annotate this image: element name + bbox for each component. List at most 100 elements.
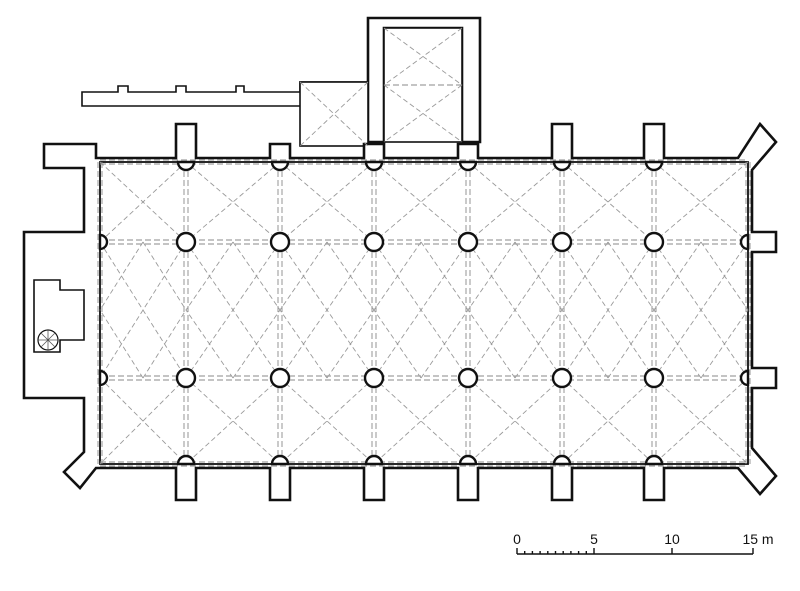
wall-respond bbox=[176, 160, 196, 172]
pier bbox=[363, 231, 385, 253]
wall-respond bbox=[739, 369, 750, 387]
lierne-rib bbox=[653, 241, 702, 311]
diagonal-rib bbox=[373, 377, 469, 465]
diagonal-rib bbox=[467, 161, 563, 243]
lierne-rib bbox=[373, 309, 422, 379]
lierne-rib bbox=[561, 241, 609, 311]
pier bbox=[175, 231, 197, 253]
diagonal-rib bbox=[279, 161, 375, 243]
diagonal-rib bbox=[185, 377, 281, 465]
pier bbox=[269, 367, 291, 389]
lierne-rib bbox=[561, 309, 609, 379]
diagonal-rib bbox=[99, 377, 187, 465]
wall-respond bbox=[176, 454, 196, 466]
hall-piers bbox=[175, 231, 665, 389]
diagonal-rib bbox=[279, 161, 375, 243]
diagonal-rib bbox=[653, 161, 749, 243]
diagonal-rib bbox=[185, 161, 281, 243]
lierne-rib bbox=[514, 309, 563, 379]
pier bbox=[269, 231, 291, 253]
diagonal-rib bbox=[653, 377, 749, 465]
lierne-rib bbox=[142, 241, 187, 311]
lierne-rib bbox=[185, 309, 234, 379]
wall-respond bbox=[552, 454, 572, 466]
diagonal-rib bbox=[373, 161, 469, 243]
pier bbox=[457, 231, 479, 253]
lierne-rib bbox=[514, 241, 563, 311]
wall-respond bbox=[270, 160, 290, 172]
wall-respond bbox=[739, 233, 750, 251]
tower-rib bbox=[383, 84, 463, 143]
diagonal-rib bbox=[561, 377, 655, 465]
wall-respond bbox=[270, 454, 290, 466]
diagonal-rib bbox=[653, 161, 749, 243]
pier bbox=[175, 367, 197, 389]
diagonal-rib bbox=[279, 241, 375, 379]
lierne-rib bbox=[607, 309, 655, 379]
scale-label-5: 5 bbox=[590, 531, 598, 547]
diagonal-rib bbox=[467, 241, 563, 379]
scale-bar: 0 5 10 15 m bbox=[513, 531, 774, 555]
wall-respond bbox=[98, 233, 109, 251]
lierne-rib bbox=[99, 241, 144, 311]
diagonal-rib bbox=[561, 377, 655, 465]
diagonal-rib bbox=[467, 161, 563, 243]
pier bbox=[551, 367, 573, 389]
north-passage bbox=[81, 81, 369, 147]
diagonal-rib bbox=[185, 161, 281, 243]
diagonal-rib bbox=[185, 377, 281, 465]
lierne-rib bbox=[700, 241, 749, 311]
lierne-rib bbox=[232, 309, 281, 379]
diagonal-rib bbox=[653, 241, 749, 379]
diagonal-rib bbox=[561, 241, 655, 379]
tower-rib bbox=[383, 27, 463, 86]
lierne-rib bbox=[607, 241, 655, 311]
scale-minor-ticks bbox=[524, 551, 587, 554]
diagonal-rib bbox=[467, 377, 563, 465]
scale-label-0: 0 bbox=[513, 531, 521, 547]
diagonal-rib bbox=[373, 241, 469, 379]
diagonal-rib bbox=[467, 377, 563, 465]
wall-respond bbox=[364, 160, 384, 172]
diagonal-rib bbox=[373, 161, 469, 243]
diagonal-rib bbox=[185, 241, 281, 379]
lierne-rib bbox=[326, 241, 375, 311]
lierne-rib bbox=[279, 241, 328, 311]
pier bbox=[363, 367, 385, 389]
pier bbox=[643, 367, 665, 389]
wall-responds bbox=[98, 160, 750, 466]
lierne-rib bbox=[653, 309, 702, 379]
pier bbox=[643, 231, 665, 253]
lierne-rib bbox=[185, 241, 234, 311]
lierne-rib bbox=[99, 309, 144, 379]
wall-respond bbox=[458, 454, 478, 466]
wall-respond bbox=[552, 160, 572, 172]
lierne-rib bbox=[420, 309, 469, 379]
lierne-rib bbox=[326, 309, 375, 379]
diagonal-rib bbox=[99, 241, 187, 379]
wall-respond bbox=[458, 160, 478, 172]
stair-turret bbox=[33, 279, 85, 353]
wall-respond bbox=[98, 369, 109, 387]
diagonal-rib bbox=[653, 377, 749, 465]
hall-outer-wall bbox=[22, 121, 778, 502]
vault-ribs bbox=[97, 27, 751, 467]
lierne-rib bbox=[467, 241, 516, 311]
diagonal-rib bbox=[373, 377, 469, 465]
wall-respond bbox=[364, 454, 384, 466]
lierne-rib bbox=[232, 241, 281, 311]
lierne-rib bbox=[373, 241, 422, 311]
lierne-rib bbox=[142, 309, 187, 379]
diagonal-rib bbox=[279, 377, 375, 465]
diagonal-rib bbox=[279, 377, 375, 465]
lierne-rib bbox=[700, 309, 749, 379]
wall-respond bbox=[644, 160, 664, 172]
scale-label-10: 10 bbox=[664, 531, 680, 547]
pier bbox=[551, 231, 573, 253]
wall-respond bbox=[644, 454, 664, 466]
north-tower bbox=[366, 16, 482, 144]
scale-label-15: 15 m bbox=[742, 531, 773, 547]
lierne-rib bbox=[467, 309, 516, 379]
lierne-rib bbox=[420, 241, 469, 311]
